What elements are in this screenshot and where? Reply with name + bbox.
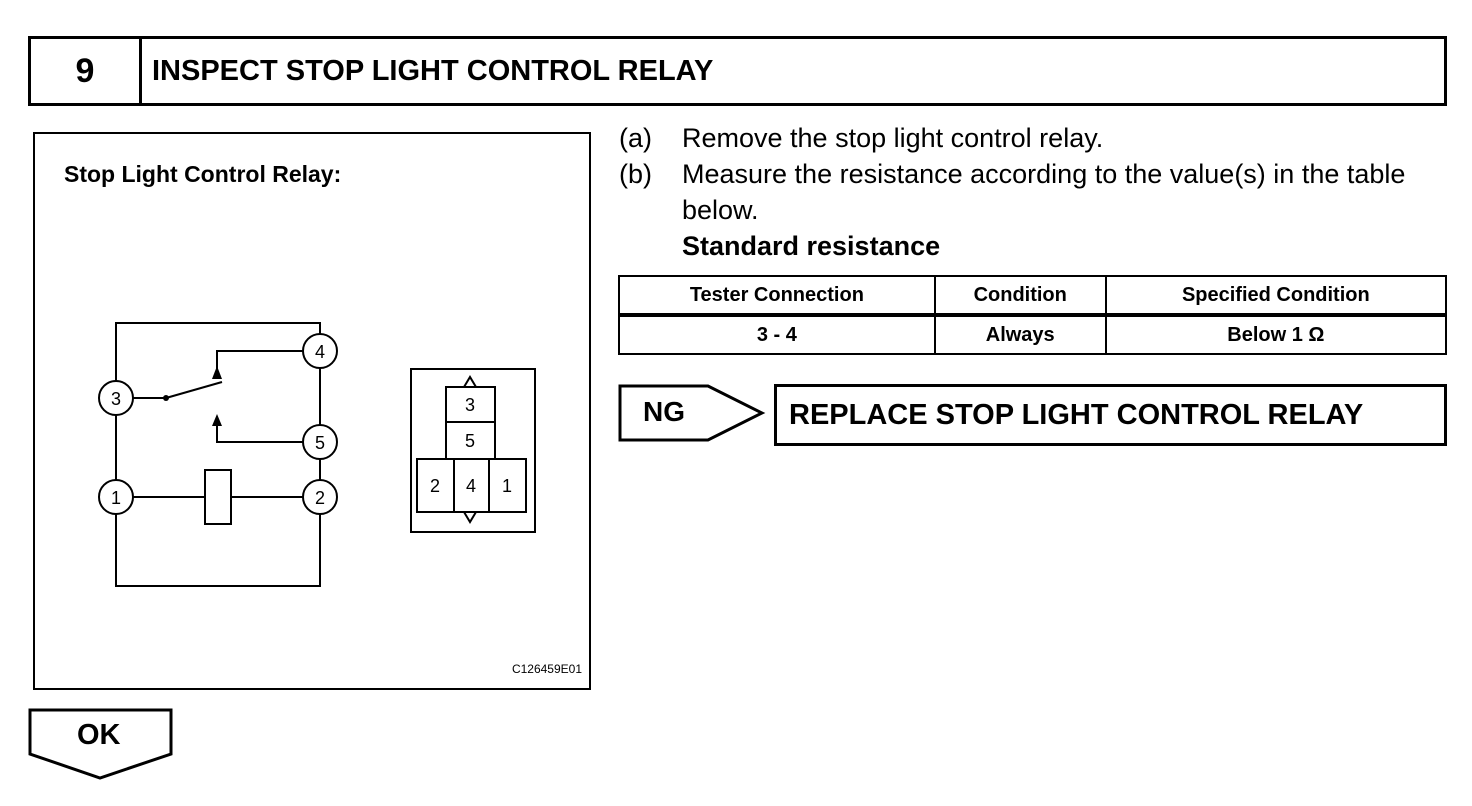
pin-4-label: 4 (315, 342, 325, 362)
table-header: Specified Condition (1104, 275, 1448, 317)
pin-5-label: 5 (315, 433, 325, 453)
illustration-code: C126459E01 (511, 662, 582, 676)
connector-pin-2: 2 (430, 476, 440, 496)
connector-pin-3: 3 (465, 395, 475, 415)
table-cell: Always (933, 314, 1107, 355)
instruction-b: (b) Measure the resistance according to … (619, 156, 1449, 228)
step-header: 9 INSPECT STOP LIGHT CONTROL RELAY (28, 36, 1447, 106)
instruction-letter: (a) (619, 123, 652, 153)
table-cell: Below 1 Ω (1104, 314, 1448, 355)
relay-schematic: 3 4 5 1 2 3 5 2 4 1 (98, 322, 536, 587)
pin-2-label: 2 (315, 488, 325, 508)
ng-label: NG (643, 396, 685, 427)
instruction-letter: (b) (619, 159, 652, 189)
illustration-title: Stop Light Control Relay: (64, 161, 342, 187)
connector-pin-1: 1 (502, 476, 512, 496)
instruction-steps: (a) Remove the stop light control relay.… (619, 120, 1449, 264)
table-header: Tester Connection (618, 275, 936, 317)
instruction-text: Measure the resistance according to the … (682, 159, 1406, 225)
pin-1-label: 1 (111, 488, 121, 508)
table-header-row: Tester Connection Condition Specified Co… (618, 275, 1448, 317)
instruction-text: Remove the stop light control relay. (682, 123, 1104, 153)
table-row: 3 - 4 Always Below 1 Ω (618, 314, 1448, 355)
table-cell: 3 - 4 (618, 314, 936, 355)
pin-3-label: 3 (111, 389, 121, 409)
connector-pin-4: 4 (466, 476, 476, 496)
table-header: Condition (933, 275, 1107, 317)
standard-resistance-heading: Standard resistance (682, 231, 941, 261)
ok-label: OK (77, 719, 121, 751)
step-title: INSPECT STOP LIGHT CONTROL RELAY (152, 54, 714, 87)
resistance-table: Tester Connection Condition Specified Co… (618, 275, 1448, 355)
relay-illustration: Stop Light Control Relay: (33, 132, 591, 690)
ng-action-box: REPLACE STOP LIGHT CONTROL RELAY (774, 384, 1447, 446)
step-number: 9 (31, 39, 142, 103)
connector-pin-5: 5 (465, 431, 475, 451)
instruction-a: (a) Remove the stop light control relay. (619, 120, 1449, 156)
ng-arrow-icon (618, 384, 766, 442)
connector-view (410, 368, 536, 533)
ok-arrow-icon (28, 708, 173, 780)
